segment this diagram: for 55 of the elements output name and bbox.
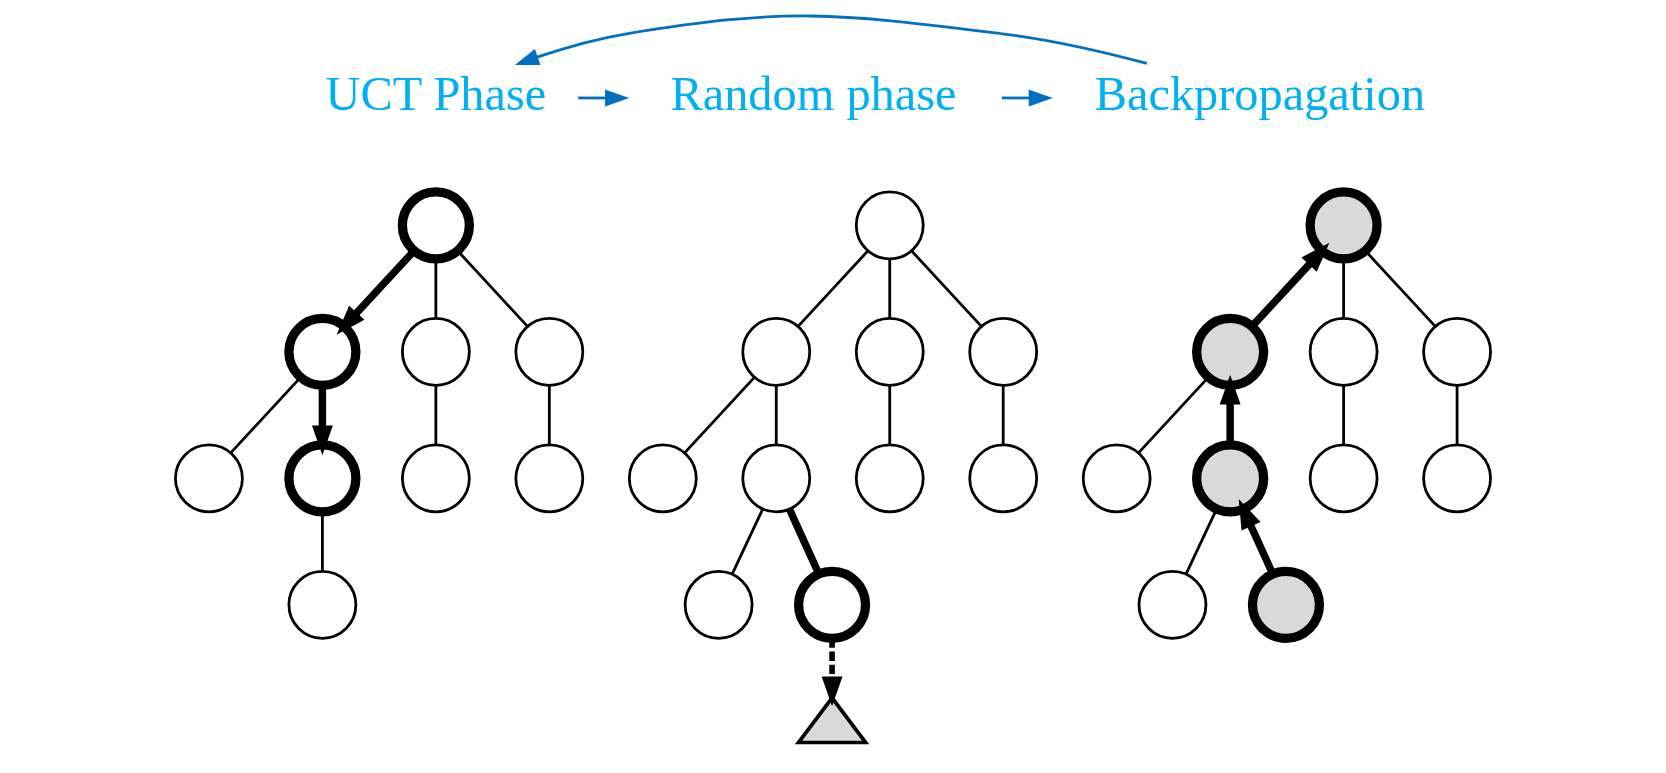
node-circle [741,443,812,514]
node-circle [287,569,358,640]
node-text: Backpropagation [1094,66,1426,120]
connector [229,376,302,454]
node-circle [627,443,698,514]
connector [730,508,764,575]
node-text: Random phase [670,66,957,120]
node-circle [683,569,754,640]
node-circle [1192,313,1269,390]
node-circle [401,443,471,514]
node-circle [401,317,471,387]
arrow [1249,242,1330,329]
arrow [311,386,333,456]
connector [774,386,778,445]
arrow [336,248,417,335]
node-circle [1308,317,1379,387]
node-text: UCT Phase [325,66,547,120]
node-circle [741,317,812,387]
node-circle [284,440,361,517]
node-circle [1422,317,1492,387]
connector [1455,386,1459,445]
connector [910,249,983,328]
connector [888,386,892,445]
arrow [1238,499,1276,575]
connector [1001,386,1005,445]
arrow [1001,89,1053,107]
node-circle [284,313,361,390]
node-circle [514,317,585,387]
node-circle [1081,443,1152,514]
connector [888,259,892,318]
connector [1137,376,1210,454]
arrow [578,89,630,107]
connector [683,376,756,454]
node-circle [854,317,925,387]
node-circle [514,443,585,514]
node-circle [1137,569,1208,640]
node-circle [1305,187,1382,264]
node-circle [854,190,925,261]
arrow [821,638,843,707]
node-circle [793,566,871,643]
connector [547,386,551,445]
connector [434,386,438,445]
node-circle [397,187,474,264]
node-circle [1422,443,1492,514]
arrow [514,14,1148,65]
connector [1342,386,1345,445]
node-circle [968,317,1039,387]
node-circle [1308,443,1379,514]
node-circle [854,443,925,514]
node-circle [1247,566,1325,643]
node-circle [1192,440,1269,517]
node-circle [968,443,1039,514]
connector [786,507,822,575]
node-circle [174,443,244,514]
connector [797,249,869,328]
